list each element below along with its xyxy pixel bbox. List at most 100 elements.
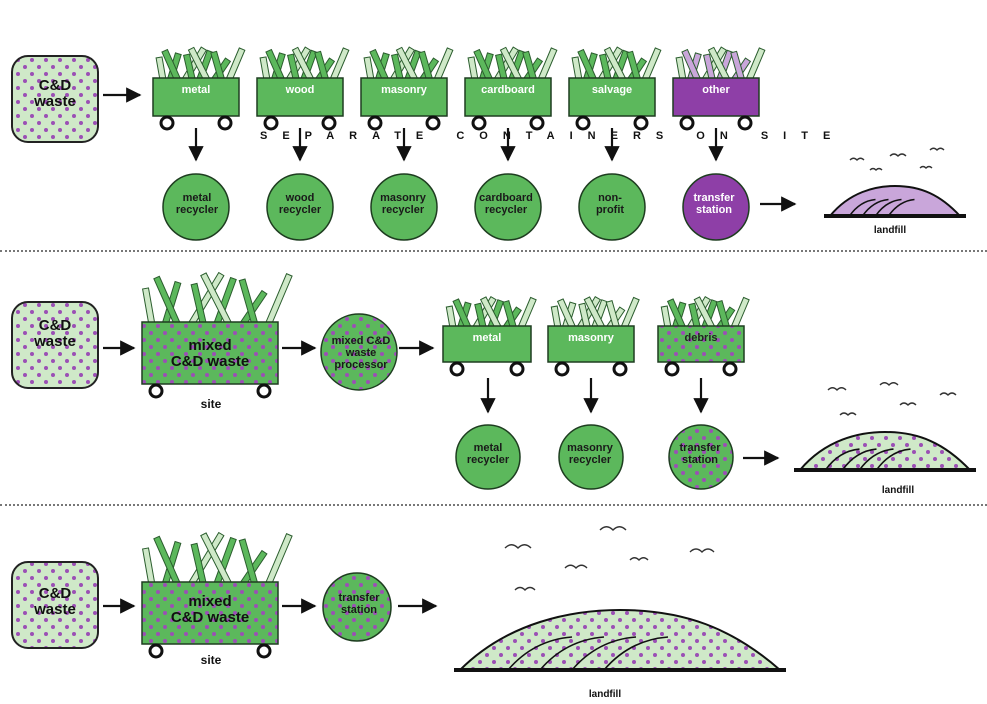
scrap-piece — [730, 296, 750, 330]
row3-landfill-mound-ridge — [539, 636, 605, 671]
bird-icon — [599, 526, 627, 531]
scrap-piece — [517, 296, 537, 330]
scrap-piece — [155, 56, 167, 82]
bird-icon — [879, 382, 899, 386]
row2-dest-masonry-recycler: masonry recycler — [567, 442, 613, 467]
row3-landfill-mound-ridge — [507, 636, 573, 671]
row1-bin-cardboard-sheets-wheel-right — [529, 115, 545, 131]
row1-dest-circle-4 — [578, 173, 646, 241]
row3-source-label: C&D waste — [34, 585, 76, 618]
bird-icon — [839, 412, 857, 416]
row1-dest-circle-3 — [474, 173, 542, 241]
row3-mixed-bin-wheel-left — [148, 643, 164, 659]
row2-bin-label-masonry: masonry — [568, 332, 614, 344]
row2-mixed-bin-label: mixed C&D waste — [170, 337, 250, 370]
row3-mixed-bin-contents — [142, 531, 293, 588]
row2-bin-label-debris: debris — [684, 332, 718, 344]
row1-bin-label-salvage: salvage — [591, 84, 633, 96]
row1-dest-metal-recycler: metal recycler — [175, 192, 219, 217]
row1-dest-circle-2 — [370, 173, 438, 241]
bird-icon — [689, 548, 715, 553]
bird-icon — [514, 586, 536, 591]
row1-bin-salvage-boxes — [568, 77, 656, 117]
row3-transfer-label: transfer station — [338, 592, 380, 617]
row2-dest-circle-0 — [455, 424, 521, 490]
row1-source-label: C&D waste — [34, 77, 76, 110]
row1-bin-metal-scrap-wheel-right — [217, 115, 233, 131]
row1-bin-masonry-rubble-wheel-left — [367, 115, 383, 131]
row3-transfer-circle — [322, 572, 392, 642]
row2-mixed-bin — [141, 321, 279, 385]
section-divider-2 — [0, 504, 987, 506]
bird-icon — [564, 564, 588, 569]
row1-dest-cardboard-recycler: cardboard recycler — [479, 192, 533, 217]
row2-mixed-bin-wheel-left — [148, 383, 164, 399]
row2-source-label: C&D waste — [34, 317, 76, 350]
row1-dest-circle-5 — [682, 173, 750, 241]
row1-dest-transfer-station: transfer station — [693, 192, 735, 217]
scrap-piece — [550, 305, 562, 329]
row2-bin-metal-wheel-left — [449, 361, 465, 377]
scrap-piece — [745, 47, 766, 82]
bird-icon — [889, 153, 907, 157]
bird-icon — [849, 157, 865, 161]
row2-bin-debris-wheel-left — [664, 361, 680, 377]
scrap-piece — [675, 56, 687, 82]
row1-dest-wood-recycler: wood recycler — [278, 192, 322, 217]
row1-bin-cardboard-sheets — [464, 77, 552, 117]
row1-bin-wood-planks — [256, 77, 344, 117]
bird-icon — [827, 387, 847, 391]
row3-mixed-bin — [141, 581, 279, 645]
bird-icon — [939, 392, 957, 396]
row2-dest-metal-recycler: metal recycler — [466, 442, 510, 467]
row1-bin-masonry-rubble-wheel-right — [425, 115, 441, 131]
row1-bin-wood-planks-wheel-left — [263, 115, 279, 131]
row2-bin-masonry-contents — [550, 295, 640, 331]
row2-bin-masonry-wheel-left — [554, 361, 570, 377]
row1-landfill-label: landfill — [873, 225, 907, 236]
scrap-piece — [641, 47, 662, 82]
row1-bin-mixed-debris-wheel-left — [679, 115, 695, 131]
scrap-piece — [571, 56, 583, 82]
row1-dest-circle-1 — [266, 173, 334, 241]
row1-bin-cardboard-sheets-contents — [467, 46, 558, 83]
scrap-piece — [225, 47, 246, 82]
row3-landfill-mound-ridge — [571, 636, 637, 671]
row2-mixed-bin-wheel-right — [256, 383, 272, 399]
row1-bin-salvage-boxes-wheel-left — [575, 115, 591, 131]
row1-bin-metal-scrap — [152, 77, 240, 117]
bird-icon — [929, 147, 945, 151]
row1-landfill-mound-ridge — [887, 198, 915, 217]
row2-bin-masonry-wheel-right — [612, 361, 628, 377]
scrap-piece — [537, 47, 558, 82]
row1-bin-label-metal: metal — [181, 84, 211, 96]
scrap-piece — [142, 547, 156, 587]
row2-landfill-mound-ridge — [858, 448, 894, 471]
row2-dest-transfer-station: transfer station — [679, 442, 721, 467]
row3-landfill-label: landfill — [588, 689, 622, 700]
scrap-piece — [445, 305, 457, 329]
bird-icon — [899, 402, 917, 406]
row1-bin-wood-planks-contents — [259, 46, 350, 83]
row3-landfill-mound-ridge — [603, 636, 669, 671]
row2-bin-masonry — [547, 325, 635, 363]
row2-bin-metal-contents — [445, 295, 537, 331]
bird-icon — [629, 557, 649, 561]
scrap-piece — [620, 296, 640, 330]
row3-mixed-bin-wheel-right — [256, 643, 272, 659]
row1-bin-metal-scrap-contents — [155, 46, 246, 83]
row1-bin-salvage-boxes-wheel-right — [633, 115, 649, 131]
row2-dest-circle-2 — [668, 424, 734, 490]
row1-bin-metal-scrap-wheel-left — [159, 115, 175, 131]
row1-landfill-mound-ridge — [874, 198, 902, 217]
row1-bin-mixed-debris — [672, 77, 760, 117]
row1-landfill-mound-ridge — [848, 198, 876, 217]
row1-landfill-mound-ridge — [861, 198, 889, 217]
row2-bin-label-metal: metal — [472, 332, 502, 344]
row2-processor-circle — [320, 313, 398, 391]
row2-bin-debris — [657, 325, 745, 363]
separate-containers-caption: SEPARATE CONTAINERS ON SITE — [260, 130, 846, 142]
scrap-piece — [433, 47, 454, 82]
row2-processor-label: mixed C&D waste processor — [331, 335, 391, 372]
bird-icon — [919, 165, 933, 169]
